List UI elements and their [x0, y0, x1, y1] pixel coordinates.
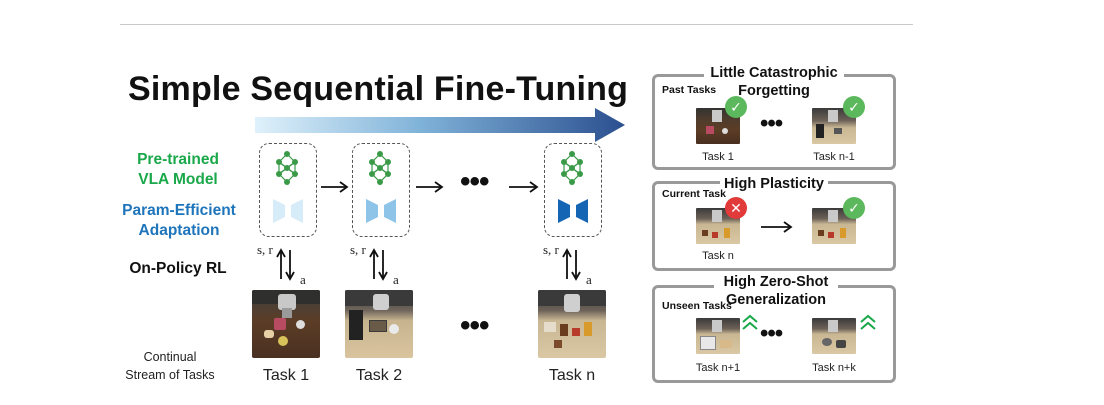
model-box-1	[259, 143, 317, 237]
adapter-icon	[273, 199, 303, 223]
task-thumbnail	[696, 318, 740, 354]
past-tasks-label: Past Tasks	[662, 84, 717, 96]
action-label: a	[300, 272, 306, 287]
neural-network-icon	[275, 150, 299, 186]
state-reward-label: s, r	[543, 242, 559, 257]
cross-icon: ✕	[725, 197, 747, 219]
check-icon: ✓	[843, 197, 865, 219]
task-thumbnail	[696, 208, 740, 244]
task-label: Task n-1	[813, 151, 855, 163]
sequence-arrow	[255, 108, 625, 142]
ellipsis-icon: •••	[460, 165, 489, 198]
current-task-label: Current Task	[662, 188, 726, 200]
task-label: Task n	[702, 250, 734, 262]
task-label: Task 1	[262, 367, 310, 384]
task-label: Task n+k	[812, 362, 856, 374]
exchange-arrows-icon	[562, 248, 581, 281]
neural-network-icon	[560, 150, 584, 186]
page-title: Simple Sequential Fine-Tuning	[128, 70, 629, 108]
model-box-2	[352, 143, 410, 237]
unseen-tasks-label: Unseen Tasks	[662, 300, 732, 312]
check-icon: ✓	[725, 96, 747, 118]
ellipsis-icon: •••	[460, 309, 489, 342]
action-label: a	[393, 272, 399, 287]
adapter-icon	[366, 199, 396, 223]
on-policy-rl-label: On-Policy RL	[129, 260, 227, 277]
task-label: Task 1	[702, 151, 734, 163]
double-chevron-up-icon	[860, 314, 876, 330]
model-box-n	[544, 143, 602, 237]
state-reward-label: s, r	[257, 242, 273, 257]
action-label: a	[586, 272, 592, 287]
task-thumbnail	[812, 318, 856, 354]
task-scene-image	[345, 290, 413, 358]
double-chevron-up-icon	[742, 314, 758, 330]
arrow-right-icon	[321, 181, 349, 193]
check-icon: ✓	[843, 96, 865, 118]
arrow-right-icon	[761, 221, 793, 233]
top-rule	[120, 24, 913, 25]
task-scene-image	[252, 290, 320, 358]
plasticity-panel-title: High Plasticity	[720, 175, 828, 193]
exchange-arrows-icon	[276, 248, 295, 281]
arrow-right-icon	[509, 181, 539, 193]
neural-network-icon	[368, 150, 392, 186]
adapter-icon	[558, 199, 588, 223]
task-label: Task n+1	[695, 362, 741, 374]
ellipsis-icon: •••	[760, 320, 783, 347]
state-reward-label: s, r	[350, 242, 366, 257]
arrow-right-icon	[416, 181, 444, 193]
task-label: Task n	[548, 367, 596, 384]
exchange-arrows-icon	[369, 248, 388, 281]
task-label: Task 2	[355, 367, 403, 384]
ellipsis-icon: •••	[760, 110, 783, 137]
task-scene-image	[538, 290, 606, 358]
